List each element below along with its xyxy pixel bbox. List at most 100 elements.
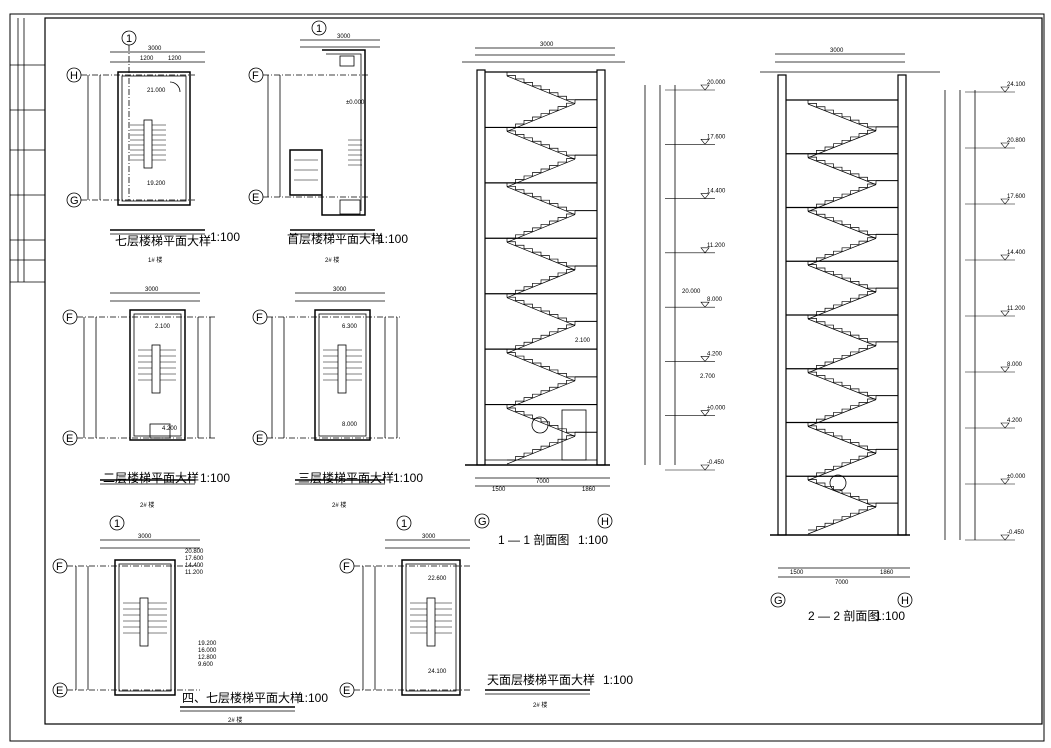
stair-soffit (807, 264, 877, 293)
svg-text:24.100: 24.100 (428, 669, 447, 675)
svg-text:3000: 3000 (148, 46, 162, 52)
svg-text:2.700: 2.700 (700, 374, 716, 380)
level-label: 11.200 (707, 243, 726, 249)
axis-label: 1 (126, 33, 132, 45)
level-label: -0.450 (707, 460, 725, 466)
drawing-scale: 1:100 (603, 673, 633, 687)
stair-flight (808, 126, 877, 155)
svg-text:19.200: 19.200 (147, 181, 166, 187)
level-marker (1000, 86, 1010, 93)
plan-2f: 3000 F E 2.100 4.200 二层楼梯平面大样 1:100 2# 楼 (62, 287, 230, 509)
stair-soffit (506, 241, 576, 271)
stair-flight (808, 180, 877, 208)
svg-text:1: 1 (401, 518, 407, 530)
stair-flight (507, 432, 576, 461)
stair-soffit (807, 157, 877, 185)
drawing-title: 四、七层楼梯平面大样 (182, 690, 302, 705)
level-marker (1000, 534, 1010, 541)
title-block (10, 18, 45, 283)
stair-flight (808, 395, 877, 423)
stair-flight (506, 72, 575, 101)
svg-text:2.100: 2.100 (155, 324, 171, 330)
svg-text:12.800: 12.800 (198, 655, 217, 661)
drawing-scale: 1:100 (378, 232, 408, 246)
stair-flight (507, 155, 576, 184)
level-label: 24.100 (1007, 82, 1026, 88)
drawing-scale: 1:100 (578, 533, 608, 547)
stair-flight (807, 261, 876, 289)
svg-text:F: F (66, 312, 73, 324)
svg-text:F: F (343, 561, 350, 573)
level-marker (1000, 478, 1010, 485)
level-marker (700, 247, 710, 254)
stair-flight (808, 288, 877, 316)
svg-text:1: 1 (316, 23, 322, 35)
svg-text:3000: 3000 (138, 534, 152, 540)
drawing-title: 首层楼梯平面大样 (287, 231, 383, 246)
stair-soffit (807, 130, 877, 159)
stair-soffit (506, 158, 576, 188)
section-1-levels: 20.00017.60014.40011.2008.0004.200±0.000… (665, 80, 726, 471)
svg-text:F: F (256, 312, 263, 324)
stair-soffit (506, 325, 576, 354)
drawing-scale: 1:100 (200, 471, 230, 485)
svg-text:F: F (252, 70, 259, 82)
stair-flight (807, 100, 876, 128)
level-marker (700, 138, 710, 145)
stair-soffit (807, 372, 877, 400)
stair-soffit (506, 408, 576, 437)
stair-soffit (506, 297, 576, 326)
level-label: -0.450 (1007, 530, 1025, 536)
stair-flight (507, 321, 576, 350)
level-label: 4.200 (707, 351, 723, 357)
svg-text:17.600: 17.600 (185, 556, 204, 562)
stair-soffit (807, 426, 877, 454)
svg-text:3000: 3000 (830, 48, 844, 54)
stair-soffit (807, 103, 877, 132)
drawing-title: 七层楼梯平面大样 (115, 233, 211, 248)
stair-flight (807, 422, 876, 450)
svg-text:1# 楼: 1# 楼 (148, 256, 162, 264)
stair-flight (506, 182, 575, 211)
section-2-levels: 24.10020.80017.60014.40011.2008.0004.200… (965, 82, 1026, 541)
svg-text:2# 楼: 2# 楼 (325, 256, 339, 264)
stair-flight (807, 207, 876, 235)
stair-soffit (807, 453, 877, 481)
drawing-title: 二层楼梯平面大样 (103, 470, 199, 485)
stair-flight (506, 293, 575, 322)
drawing-title: 天面层楼梯平面大样 (487, 672, 595, 687)
svg-text:20.800: 20.800 (185, 549, 204, 555)
svg-text:H: H (901, 595, 909, 607)
level-marker (1000, 366, 1010, 373)
level-marker (1000, 142, 1010, 149)
stair-flight (507, 266, 576, 295)
level-label: 20.000 (707, 80, 726, 86)
svg-text:21.000: 21.000 (147, 88, 166, 94)
sheet-border (9, 13, 1045, 742)
svg-text:H: H (601, 516, 609, 528)
svg-text:2# 楼: 2# 楼 (140, 501, 154, 509)
svg-text:E: E (343, 685, 350, 697)
svg-text:2.100: 2.100 (575, 338, 591, 344)
section-2-2: 3000 1500 1860 7000 G H 2 — 2 剖面图 1:100 … (760, 48, 1026, 623)
stair-flight (807, 153, 876, 181)
stair-flight (506, 404, 575, 433)
svg-text:8.000: 8.000 (342, 422, 358, 428)
plan-roof: 1 3000 F E 22.600 24.100 天面层楼梯平面大样 1:100… (339, 515, 633, 709)
stair-flight (507, 210, 576, 239)
stair-soffit (807, 184, 877, 212)
svg-text:6.300: 6.300 (342, 324, 358, 330)
svg-text:1860: 1860 (582, 487, 596, 493)
level-label: 8.000 (1007, 362, 1023, 368)
section-1-flights (485, 71, 597, 465)
level-label: ±0.000 (707, 406, 726, 412)
stair-soffit (807, 291, 877, 320)
section-2-flights (786, 99, 898, 535)
svg-text:1: 1 (114, 518, 120, 530)
svg-text:3000: 3000 (333, 287, 347, 293)
level-marker (1000, 198, 1010, 205)
drawing-title: 三层楼梯平面大样 (298, 470, 394, 485)
svg-text:E: E (252, 192, 259, 204)
level-marker (700, 356, 710, 362)
